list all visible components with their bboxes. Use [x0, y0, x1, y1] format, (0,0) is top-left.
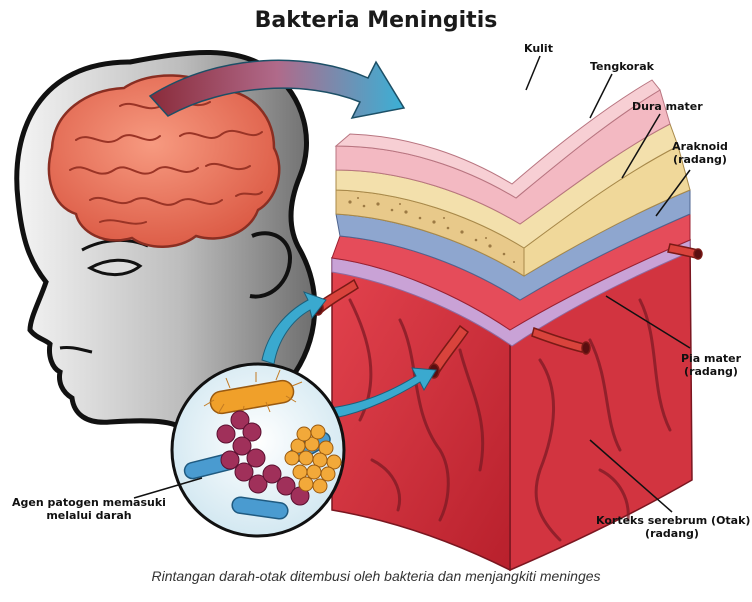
label-korteks-name: Korteks serebrum (Otak): [596, 514, 748, 527]
label-korteks-note: (radang): [596, 527, 748, 540]
label-pia-mater-name: Pia mater: [676, 352, 746, 365]
figure-caption: Rintangan darah-otak ditembusi oleh bakt…: [0, 568, 752, 584]
label-agen-line2: melalui darah: [4, 509, 174, 522]
label-pia-mater: Pia mater (radang): [676, 352, 746, 378]
leader-kulit: [526, 56, 540, 90]
page-title: Bakteria Meningitis: [0, 8, 752, 33]
pathogen-magnified-view: [172, 364, 344, 536]
label-kulit: Kulit: [524, 42, 553, 55]
label-korteks: Korteks serebrum (Otak) (radang): [596, 514, 748, 540]
label-agen-patogen: Agen patogen memasuki melalui darah: [4, 496, 174, 522]
label-dura-mater: Dura mater: [632, 100, 703, 113]
label-araknoid-name: Araknoid: [668, 140, 732, 153]
label-agen-line1: Agen patogen memasuki: [4, 496, 174, 509]
label-tengkorak: Tengkorak: [590, 60, 654, 73]
label-araknoid: Araknoid (radang): [668, 140, 732, 166]
label-pia-mater-note: (radang): [676, 365, 746, 378]
label-araknoid-note: (radang): [668, 153, 732, 166]
meninges-cross-section: [313, 80, 702, 570]
